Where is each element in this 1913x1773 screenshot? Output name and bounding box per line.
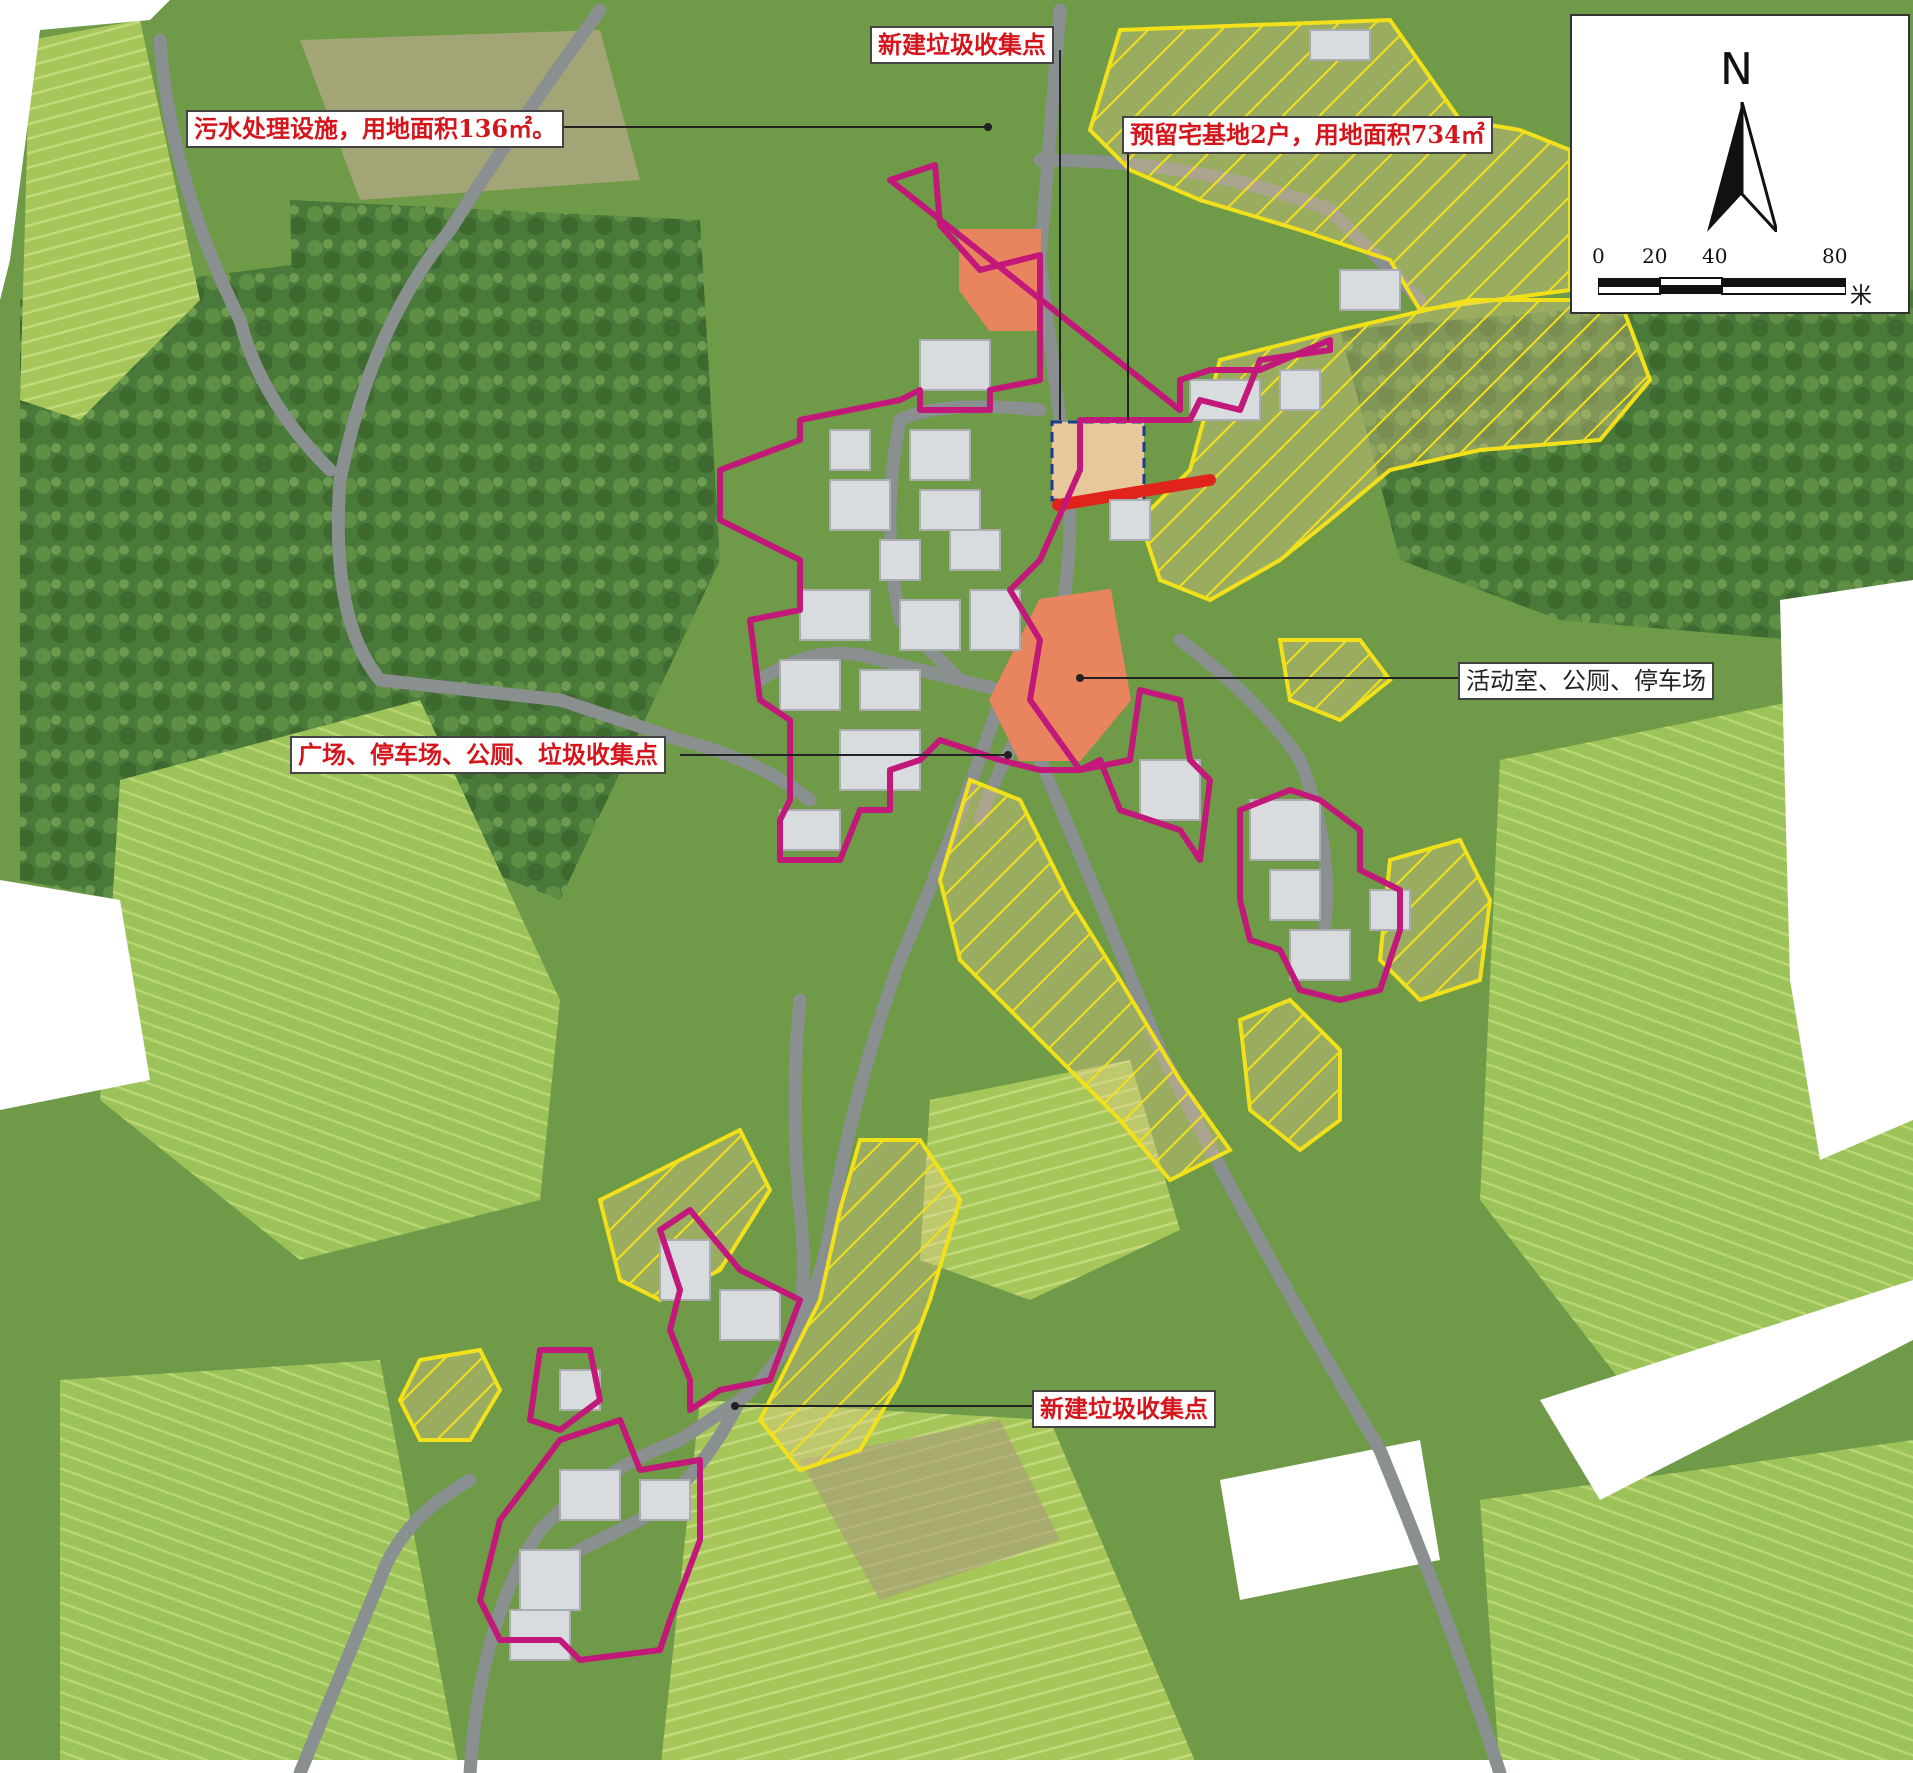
tea-field-center	[920, 1060, 1180, 1300]
mosaic-gap-northwest	[0, 0, 170, 300]
label-new-garbage-south: 新建垃圾收集点	[1032, 1390, 1216, 1428]
label-new-garbage-north: 新建垃圾收集点	[870, 26, 1054, 64]
scale-unit: 米	[1850, 284, 1873, 309]
scale-bar	[1598, 277, 1846, 295]
tea-field-southwest	[60, 1360, 460, 1773]
bare-ground-center	[800, 1420, 1060, 1600]
leader-lines	[548, 50, 1458, 1410]
new-road-segment	[1052, 474, 1216, 511]
village-boundaries	[477, 162, 1403, 1663]
label-plaza: 广场、停车场、公厕、垃圾收集点	[290, 736, 666, 774]
label-activity-room: 活动室、公厕、停车场	[1458, 662, 1714, 700]
mosaic-gap-east	[1780, 580, 1913, 1160]
label-sewage-facility: 污水处理设施，用地面积136㎡。	[186, 110, 565, 148]
tea-field-northwest	[20, 20, 200, 420]
scale-tick-20: 20	[1642, 244, 1668, 268]
scale-tick-0: 0	[1592, 244, 1605, 268]
mosaic-gap-far-southwest	[0, 1760, 1913, 1773]
mosaic-gap-southeast	[1540, 1280, 1913, 1500]
mosaic-gap-south	[1220, 1440, 1440, 1600]
mosaic-gap-west	[0, 880, 150, 1110]
tea-field-southeast	[1480, 1440, 1913, 1773]
scale-tick-40: 40	[1702, 244, 1728, 268]
north-arrow-icon	[1707, 102, 1777, 232]
scale-tick-80: 80	[1822, 244, 1848, 268]
label-reserved-homestead: 预留宅基地2户，用地面积734㎡	[1122, 116, 1493, 154]
north-label: N	[1720, 44, 1753, 95]
tea-field-south	[660, 1400, 1200, 1773]
tea-field-west	[100, 700, 560, 1260]
legend-box: N 0 20 40 80 米	[1570, 14, 1910, 314]
